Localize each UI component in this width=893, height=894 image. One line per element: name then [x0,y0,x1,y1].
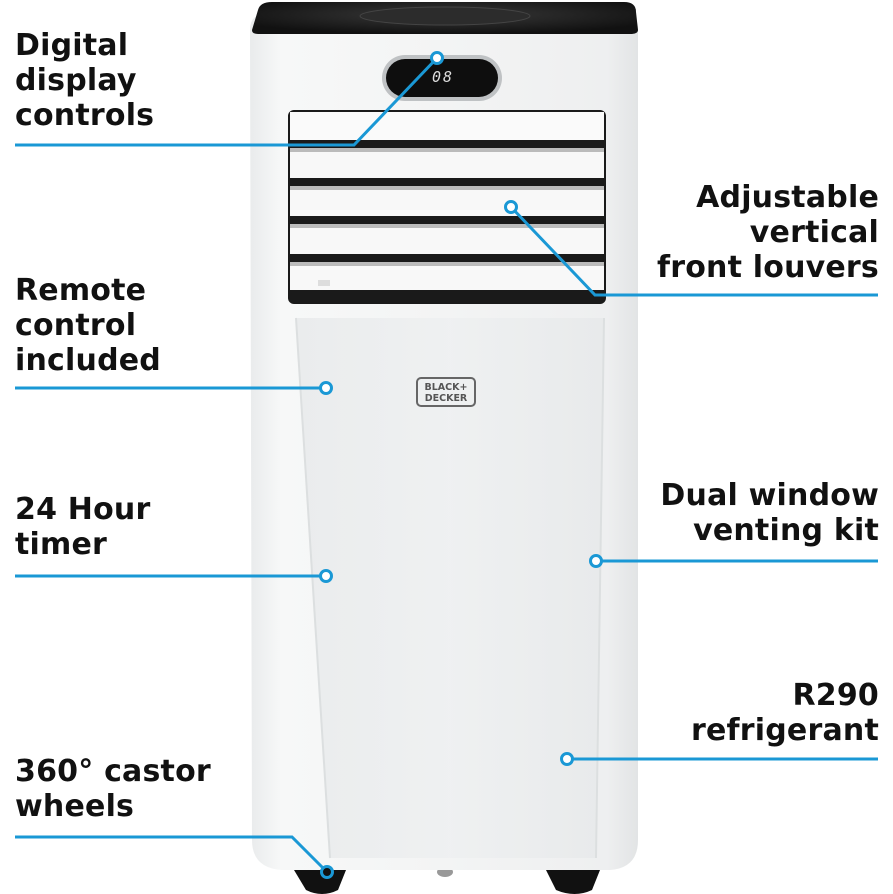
callout-text: venting kit [693,513,879,548]
brand-logo-line2: DECKER [424,393,468,404]
callout-remote-control: Remote control included [15,273,161,378]
brand-logo-line1: BLACK+ [424,382,468,393]
callout-text: control [15,308,137,343]
callout-refrigerant: R290 refrigerant [691,678,879,748]
brand-logo: BLACK+ DECKER [416,377,476,407]
callout-timer: 24 Hour timer [15,492,150,562]
callout-text: controls [15,98,155,133]
callout-text: front louvers [656,250,879,285]
digital-display-readout: 08 [432,68,455,86]
callout-lines [15,56,878,874]
callout-text: 24 Hour [15,492,151,527]
callout-text: Digital [15,28,129,63]
callout-dots [319,51,603,879]
callout-castor-wheels: 360° castor wheels [15,754,211,824]
callout-text: R290 [792,678,879,713]
wheels [294,867,600,894]
callout-venting-kit: Dual window venting kit [660,478,879,548]
callout-text: Adjustable [696,180,879,215]
callout-text: refrigerant [690,713,879,748]
callout-digital-display: Digital display controls [15,28,154,133]
callout-text: timer [15,527,108,562]
callout-text: included [15,343,161,378]
callout-text: vertical [749,215,879,250]
callout-louvers: Adjustable vertical front louvers [657,180,879,285]
callout-text: Dual window [660,478,879,513]
callout-text: wheels [15,789,135,824]
callout-text: display [15,63,137,98]
callout-text: 360° castor [15,754,211,789]
callout-text: Remote [15,273,147,308]
